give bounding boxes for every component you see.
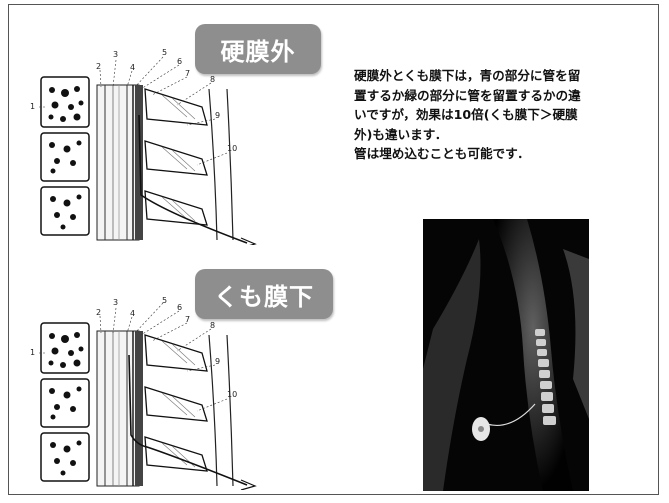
xray-image: [423, 219, 589, 491]
epidural-title: 硬膜外: [220, 37, 296, 66]
label-6: 6: [177, 303, 182, 312]
catheter: [128, 354, 257, 490]
spine-column: [535, 329, 556, 425]
label-3: 3: [113, 50, 118, 59]
vertebral-bodies: [40, 322, 90, 482]
skin-layers: [208, 88, 234, 241]
leader-lines: [39, 302, 228, 412]
skin-layers: [208, 334, 234, 487]
label-8: 8: [210, 75, 215, 84]
subarachnoid-spine-diagram: 1 2 3 4 5 6 7 8 9 10: [30, 296, 257, 490]
label-9: 9: [215, 357, 220, 366]
label-7: 7: [185, 315, 190, 324]
label-2: 2: [96, 308, 101, 317]
label-10: 10: [227, 144, 237, 153]
subarachnoid-title-badge: くも膜下: [195, 269, 333, 319]
subarachnoid-title: くも膜下: [214, 282, 314, 311]
label-1: 1: [30, 348, 35, 357]
label-4: 4: [130, 309, 135, 318]
epidural-title-badge: 硬膜外: [195, 24, 321, 74]
spinal-canal: [96, 330, 143, 487]
label-1: 1: [30, 102, 35, 111]
spinous-processes: [144, 334, 208, 472]
label-7: 7: [185, 69, 190, 78]
leader-lines: [39, 56, 228, 166]
label-3: 3: [113, 298, 118, 307]
spinous-processes: [144, 88, 208, 226]
vertebral-bodies: [40, 76, 90, 236]
label-8: 8: [210, 321, 215, 330]
catheter: [138, 114, 257, 245]
epidural-spine-diagram: 1 2 3 4 5 6 7 8 9 10: [30, 48, 257, 245]
label-4: 4: [130, 63, 135, 72]
label-6: 6: [177, 57, 182, 66]
spinal-canal: [96, 84, 143, 241]
label-5: 5: [162, 296, 167, 305]
label-9: 9: [215, 111, 220, 120]
label-5: 5: [162, 48, 167, 57]
label-2: 2: [96, 62, 101, 71]
description-text: 硬膜外とくも膜下は，青の部分に管を留 置するか緑の部分に管を留置するかの違 いで…: [354, 68, 581, 161]
label-10: 10: [227, 390, 237, 399]
slide: 硬膜外 くも膜下 硬膜外とくも膜下は，青の部分に管を留 置するか緑の部分に管を留…: [8, 4, 659, 495]
